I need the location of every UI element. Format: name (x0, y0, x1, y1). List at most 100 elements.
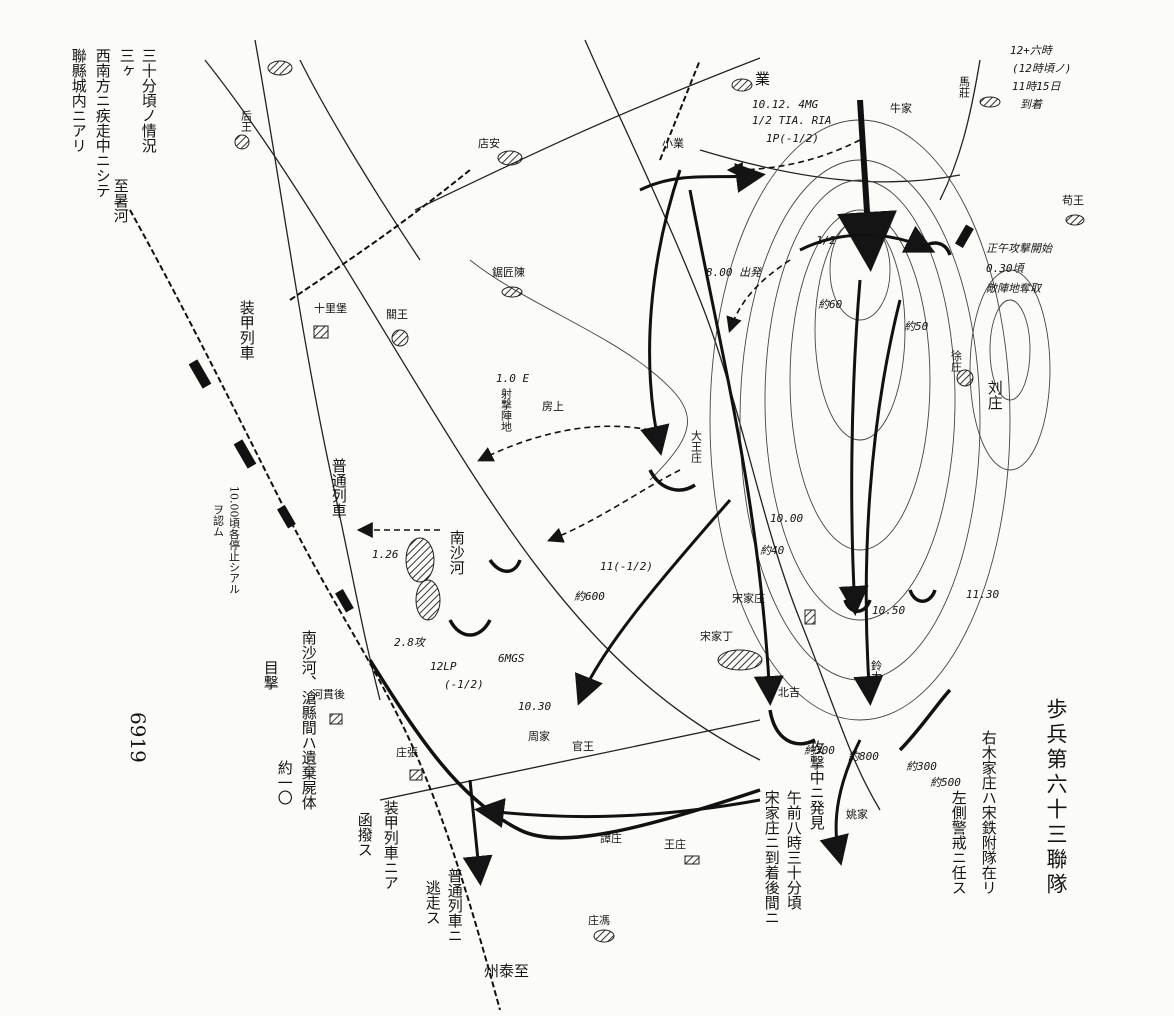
left-bottom-note-line2: 目撃 (261, 660, 280, 690)
village-14 (409, 769, 423, 781)
annotation-a22: 約800 (848, 750, 879, 763)
arrow-curve-2 (639, 163, 766, 193)
train-symbol-5 (955, 224, 974, 249)
arrow-se-to-nw (819, 739, 862, 866)
move-5 (726, 259, 791, 334)
train-symbol-4 (335, 588, 354, 613)
arrow-ridge-down-2 (688, 189, 784, 706)
village-13 (329, 713, 343, 725)
arrow-ridge-down-1 (640, 169, 682, 456)
roads (204, 39, 981, 811)
train-symbols (188, 224, 974, 613)
place-fang-shang: 房上 (542, 400, 564, 413)
annotation-a21: 10.30 (518, 700, 552, 713)
train-stop-note-a: 10.00頃各停止シアル (227, 486, 241, 595)
move-1 (726, 139, 861, 178)
movement-arrows (356, 139, 861, 543)
annotation-a26: 射撃陣地 (499, 388, 513, 432)
annotation-a25: 2.8攻 (394, 636, 425, 649)
place-gou-wang: 苟王 (1062, 194, 1084, 207)
place-dian-an: 店安 (478, 137, 500, 150)
unit-label-63rd-infantry: 歩兵第六十三聯隊 (1044, 698, 1069, 898)
annotation-a9: 約60 (818, 298, 843, 311)
position-4 (908, 589, 937, 603)
place-xu-zhuang: 徐庄 (949, 350, 963, 372)
arrow-attack-west (474, 798, 761, 828)
contour-8 (989, 299, 1031, 401)
contour-2 (739, 159, 981, 681)
annotation-a24: 1.26 (372, 548, 399, 561)
village-9 (1065, 214, 1085, 226)
annotation-a19: 10.50 (872, 604, 906, 617)
annotation-a3: 1P(-1/2) (766, 132, 819, 145)
annotation-a2: 1/2 TIA. RIA (752, 114, 832, 127)
train-symbol-2 (233, 439, 257, 469)
left-bottom-note-line3: 約一〇 (275, 760, 294, 805)
place-guan-wang: 關王 (386, 308, 408, 321)
railway-south-loop (368, 659, 761, 840)
village-17 (391, 329, 409, 347)
village-1 (267, 60, 293, 76)
annotation-a28: 約300 (804, 744, 835, 757)
road-west-diagonal (204, 59, 761, 761)
annotation-a8: 1/2 (816, 234, 836, 247)
contour-4 (789, 209, 931, 551)
position-2 (768, 709, 816, 746)
place-guan-wang2: 官王 (572, 740, 594, 753)
village-18 (956, 369, 974, 387)
place-liu-zhuang: 刘庄 (985, 380, 1004, 410)
catalog-number: 6919 (126, 712, 150, 763)
place-nan-shahe: 南沙河 (447, 530, 466, 575)
arrow-curve-1 (799, 225, 936, 253)
village-2 (497, 150, 523, 166)
village-3 (501, 286, 523, 298)
top-right-note-line1: 12+六時 (1010, 44, 1052, 57)
arrow-north-thick (837, 99, 897, 272)
ordinary-train-note-line2: 逃走ス (423, 880, 442, 925)
road-north-ridge (584, 39, 881, 811)
armored-train-note-line2: 函撥ス (355, 812, 374, 857)
train-symbol-3 (277, 504, 296, 529)
place-ju-jiang: 鋸匠陳 (492, 266, 525, 279)
village-11 (234, 134, 250, 150)
place-zhuang-zhang: 庄張 (396, 746, 418, 759)
place-niu: 牛家 (890, 102, 912, 115)
attack-arrows (462, 99, 936, 886)
annotation-a17: 約500 (930, 776, 961, 789)
train-label-armored: 装甲列車 (237, 300, 256, 360)
road-center-north (414, 57, 761, 211)
annotation-a12: 11(-1/2) (600, 560, 653, 573)
village-7 (593, 929, 615, 943)
village-8 (979, 96, 1001, 108)
right-note-line3: 右木家庄ハ宋鉄附隊在リ (979, 730, 998, 895)
header-note-line2a: 三ヶ (117, 48, 136, 78)
road-northwest (299, 59, 421, 261)
village-4 (717, 649, 763, 671)
railway-northeast (289, 169, 471, 301)
arrow-left-loop (575, 499, 732, 706)
village-16 (804, 609, 816, 625)
right-note-line2: 宋家庄ニ到着後間ニ (762, 790, 781, 925)
right-note-line1: 午前八時三十分頃 (784, 790, 803, 910)
place-da-wang: 大王庄 (689, 430, 703, 463)
contour-3 (764, 179, 956, 621)
header-note-line2b: 至暑河 (111, 178, 130, 223)
railways (129, 59, 761, 1011)
place-he-guan: 河貫後 (312, 688, 345, 701)
annotation-a10: 約50 (904, 320, 929, 333)
place-song-ding: 宋家丁 (700, 630, 733, 643)
village-6 (415, 579, 441, 621)
position-3 (843, 599, 872, 613)
village-10 (731, 78, 753, 92)
place-hou-wang: 后王 (239, 110, 253, 132)
annotation-a23: 約40 (760, 544, 785, 557)
road-far-west (254, 39, 381, 701)
villages (234, 60, 1085, 943)
place-tan-zhuang: 譚庄 (600, 832, 622, 845)
place-zhou-tai: 州泰至 (484, 962, 530, 980)
village-15 (684, 855, 700, 865)
place-wang-zhuang: 王庄 (664, 838, 686, 851)
arrow-ridge-down-3 (838, 279, 869, 616)
